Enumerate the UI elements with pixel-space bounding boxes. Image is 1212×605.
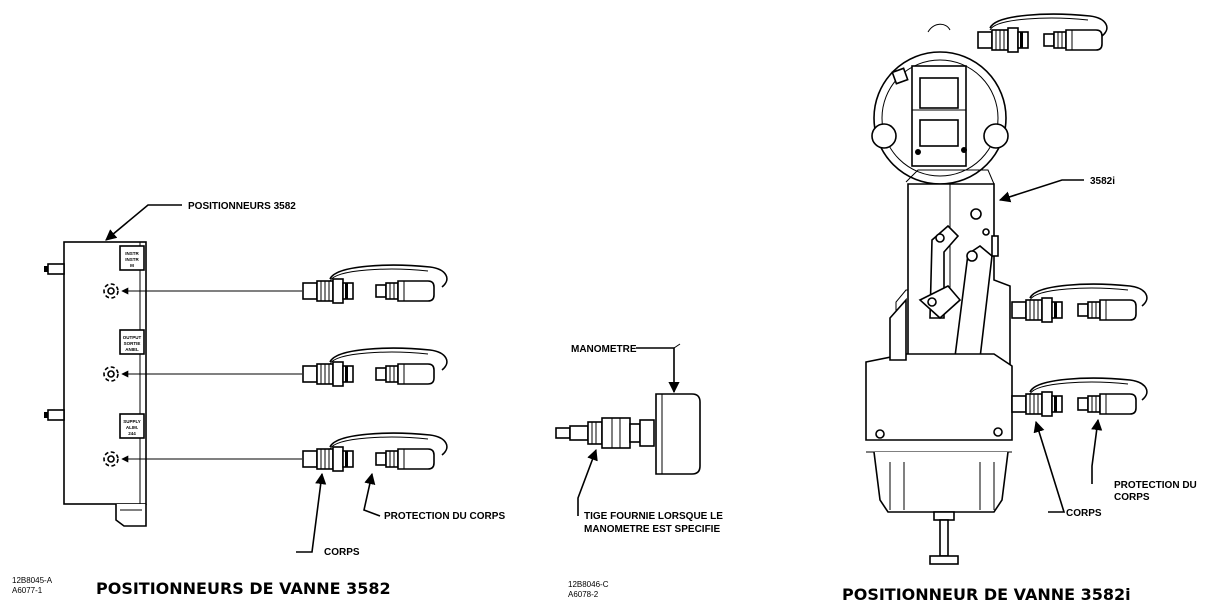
right-protector-label-line1: PROTECTION DU — [1114, 480, 1197, 491]
svg-text:INSTR: INSTR — [125, 257, 139, 262]
right-protector-label-line2: CORPS — [1114, 492, 1150, 503]
pressure-gauge — [655, 393, 701, 475]
middle-right-gauge-connector — [1011, 283, 1148, 323]
right-positioner-figure: 3582i PROTECTION DU CORPS CORPS POSITION… — [842, 13, 1197, 604]
right-caption: POSITIONNEUR DE VANNE 3582i — [842, 585, 1131, 604]
body-label: CORPS — [324, 547, 360, 558]
positioners-label: POSITIONNEURS 3582 — [188, 201, 296, 212]
right-body-label: CORPS — [1066, 508, 1102, 519]
svg-text:SORTIE: SORTIE — [124, 341, 141, 346]
left-positioner-figure: INSTR INSTR M OUTPUT SORTIE ANIEL SUPPLY… — [12, 201, 505, 598]
supply-gauge-connector — [302, 432, 448, 472]
left-caption: POSITIONNEURS DE VANNE 3582 — [96, 579, 391, 598]
supply-port — [103, 451, 119, 467]
drawing-code-4: A6078-2 — [568, 590, 599, 599]
svg-text:M: M — [130, 263, 134, 268]
stem-label-line2: MANOMETRE EST SPECIFIE — [584, 524, 720, 535]
gauge-figure: MANOMETRE TIGE FOURNIE LORSQUE LE MANOME… — [555, 343, 723, 599]
svg-text:244: 244 — [128, 431, 136, 436]
svg-text:INSTR: INSTR — [125, 251, 139, 256]
output-gauge-connector — [302, 347, 448, 387]
svg-text:SUPPLY: SUPPLY — [123, 419, 141, 424]
instrument-port — [103, 283, 119, 299]
lower-right-gauge-connector — [1011, 377, 1148, 417]
top-gauge-connector — [977, 13, 1108, 53]
drawing-code-3: 12B8046-C — [568, 580, 609, 589]
svg-text:ALIM.: ALIM. — [126, 425, 138, 430]
output-port — [103, 366, 119, 382]
instr-plate: INSTR INSTR M — [119, 245, 145, 271]
svg-text:ANIEL: ANIEL — [125, 347, 139, 352]
drawing-code-1: 12B8045-A — [12, 576, 53, 585]
instrument-gauge-connector — [302, 264, 448, 304]
svg-text:OUTPUT: OUTPUT — [123, 335, 142, 340]
gauge-label: MANOMETRE — [571, 344, 637, 355]
supply-plate: SUPPLY ALIM. 244 — [119, 413, 145, 439]
body-protector-label: PROTECTION DU CORPS — [384, 511, 505, 522]
output-plate: OUTPUT SORTIE ANIEL — [119, 329, 145, 355]
drawing-code-2: A6077-1 — [12, 586, 43, 595]
stem-label-line1: TIGE FOURNIE LORSQUE LE — [584, 511, 723, 522]
model-label: 3582i — [1090, 176, 1115, 187]
